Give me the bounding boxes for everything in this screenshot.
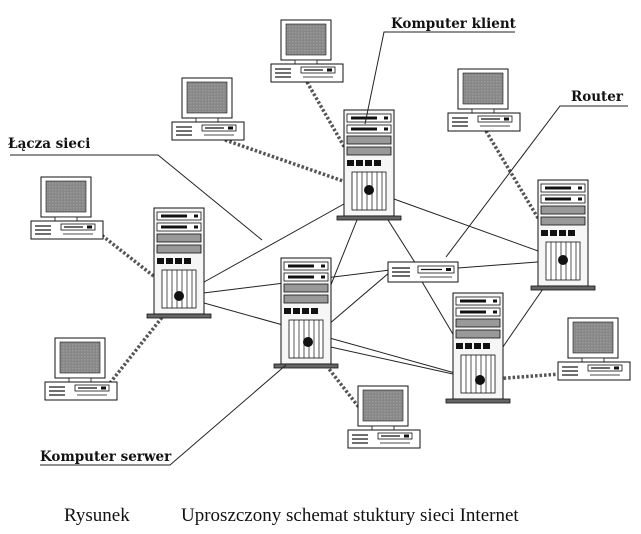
client-computer-lower-left xyxy=(44,337,118,401)
client-computer-upper-left xyxy=(171,77,245,141)
label-router: Router xyxy=(571,89,624,105)
client-computer-upper-right xyxy=(447,68,521,132)
client-computer-lower-right xyxy=(557,317,631,381)
client-computer-top xyxy=(270,19,344,83)
server-right xyxy=(530,179,596,291)
router-icon xyxy=(387,261,459,283)
server-bottom-right xyxy=(445,292,511,404)
caption-prefix: Rysunek xyxy=(64,505,130,526)
client-computer-left xyxy=(30,176,104,240)
caption-text: Uproszczony schemat stuktury sieci Inter… xyxy=(181,505,519,526)
server-left xyxy=(146,207,212,319)
link-nodes xyxy=(174,185,568,385)
server-top xyxy=(336,109,402,221)
label-network-links: Łącza sieci xyxy=(8,136,90,152)
label-client-computer: Komputer klient xyxy=(391,16,517,32)
label-leaders xyxy=(10,31,628,466)
client-computer-bottom xyxy=(347,385,421,449)
server-center xyxy=(273,257,339,369)
label-server-computer: Komputer serwer xyxy=(40,449,172,465)
